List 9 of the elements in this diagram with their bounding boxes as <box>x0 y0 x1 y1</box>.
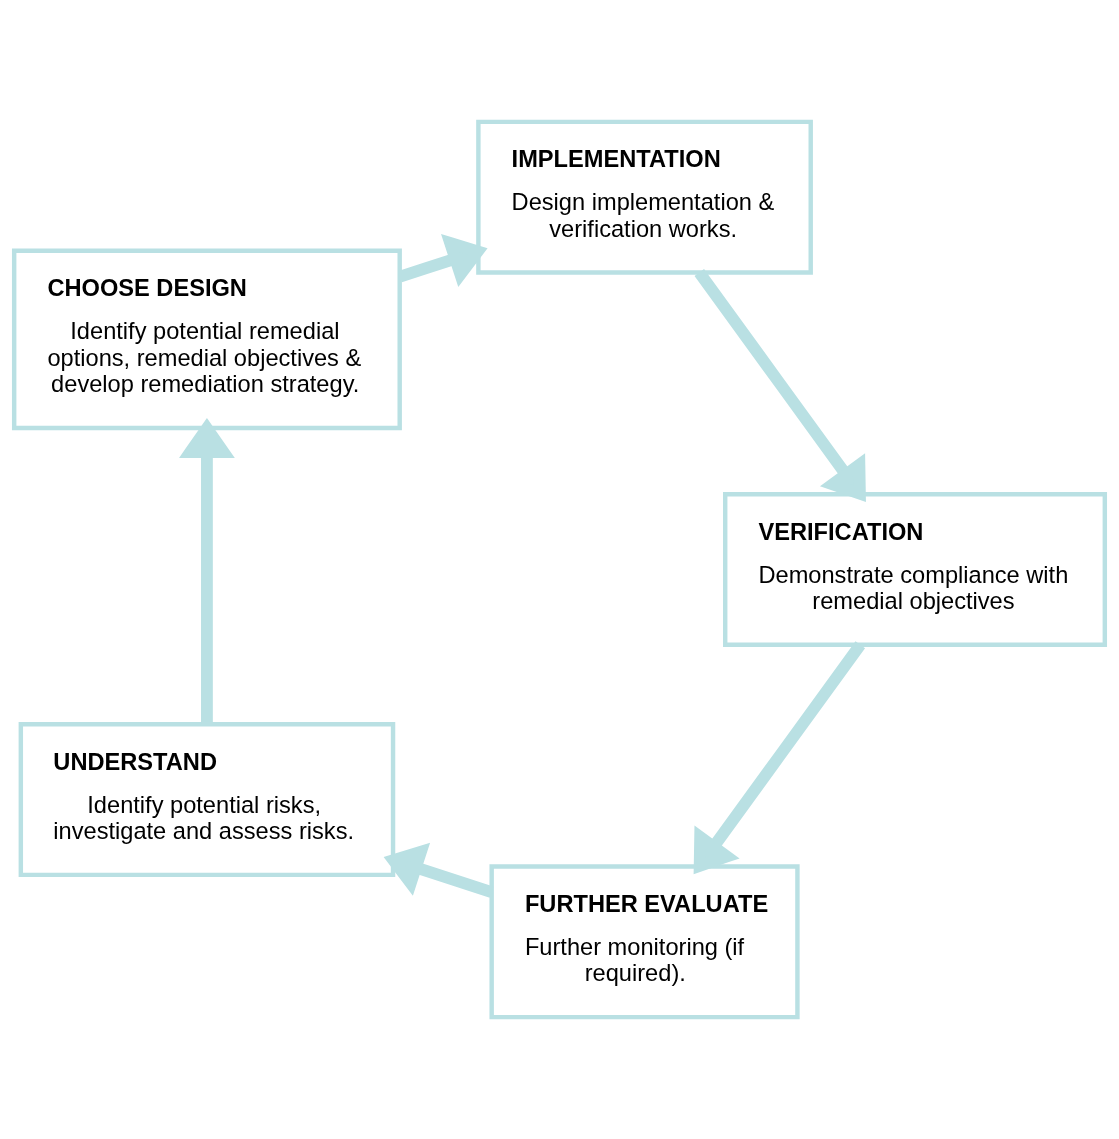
node-box: VERIFICATION Demonstrate compliance with remedial objectives <box>723 491 1108 648</box>
node-box: CHOOSE DESIGN Identify potential remedial options, remedial objectives & develop remediation strategy. <box>11 248 402 431</box>
node-box: UNDERSTAND Identify potential risks, investigate and assess risks. <box>18 722 396 878</box>
arrow <box>694 269 866 502</box>
arrow <box>693 641 866 875</box>
arrow <box>179 418 235 725</box>
node-box: FURTHER EVALUATE Further monitoring (if required). <box>489 864 800 1020</box>
node-box: IMPLEMENTATION Design implementation & verification works. <box>476 119 813 275</box>
arrow <box>398 234 488 288</box>
